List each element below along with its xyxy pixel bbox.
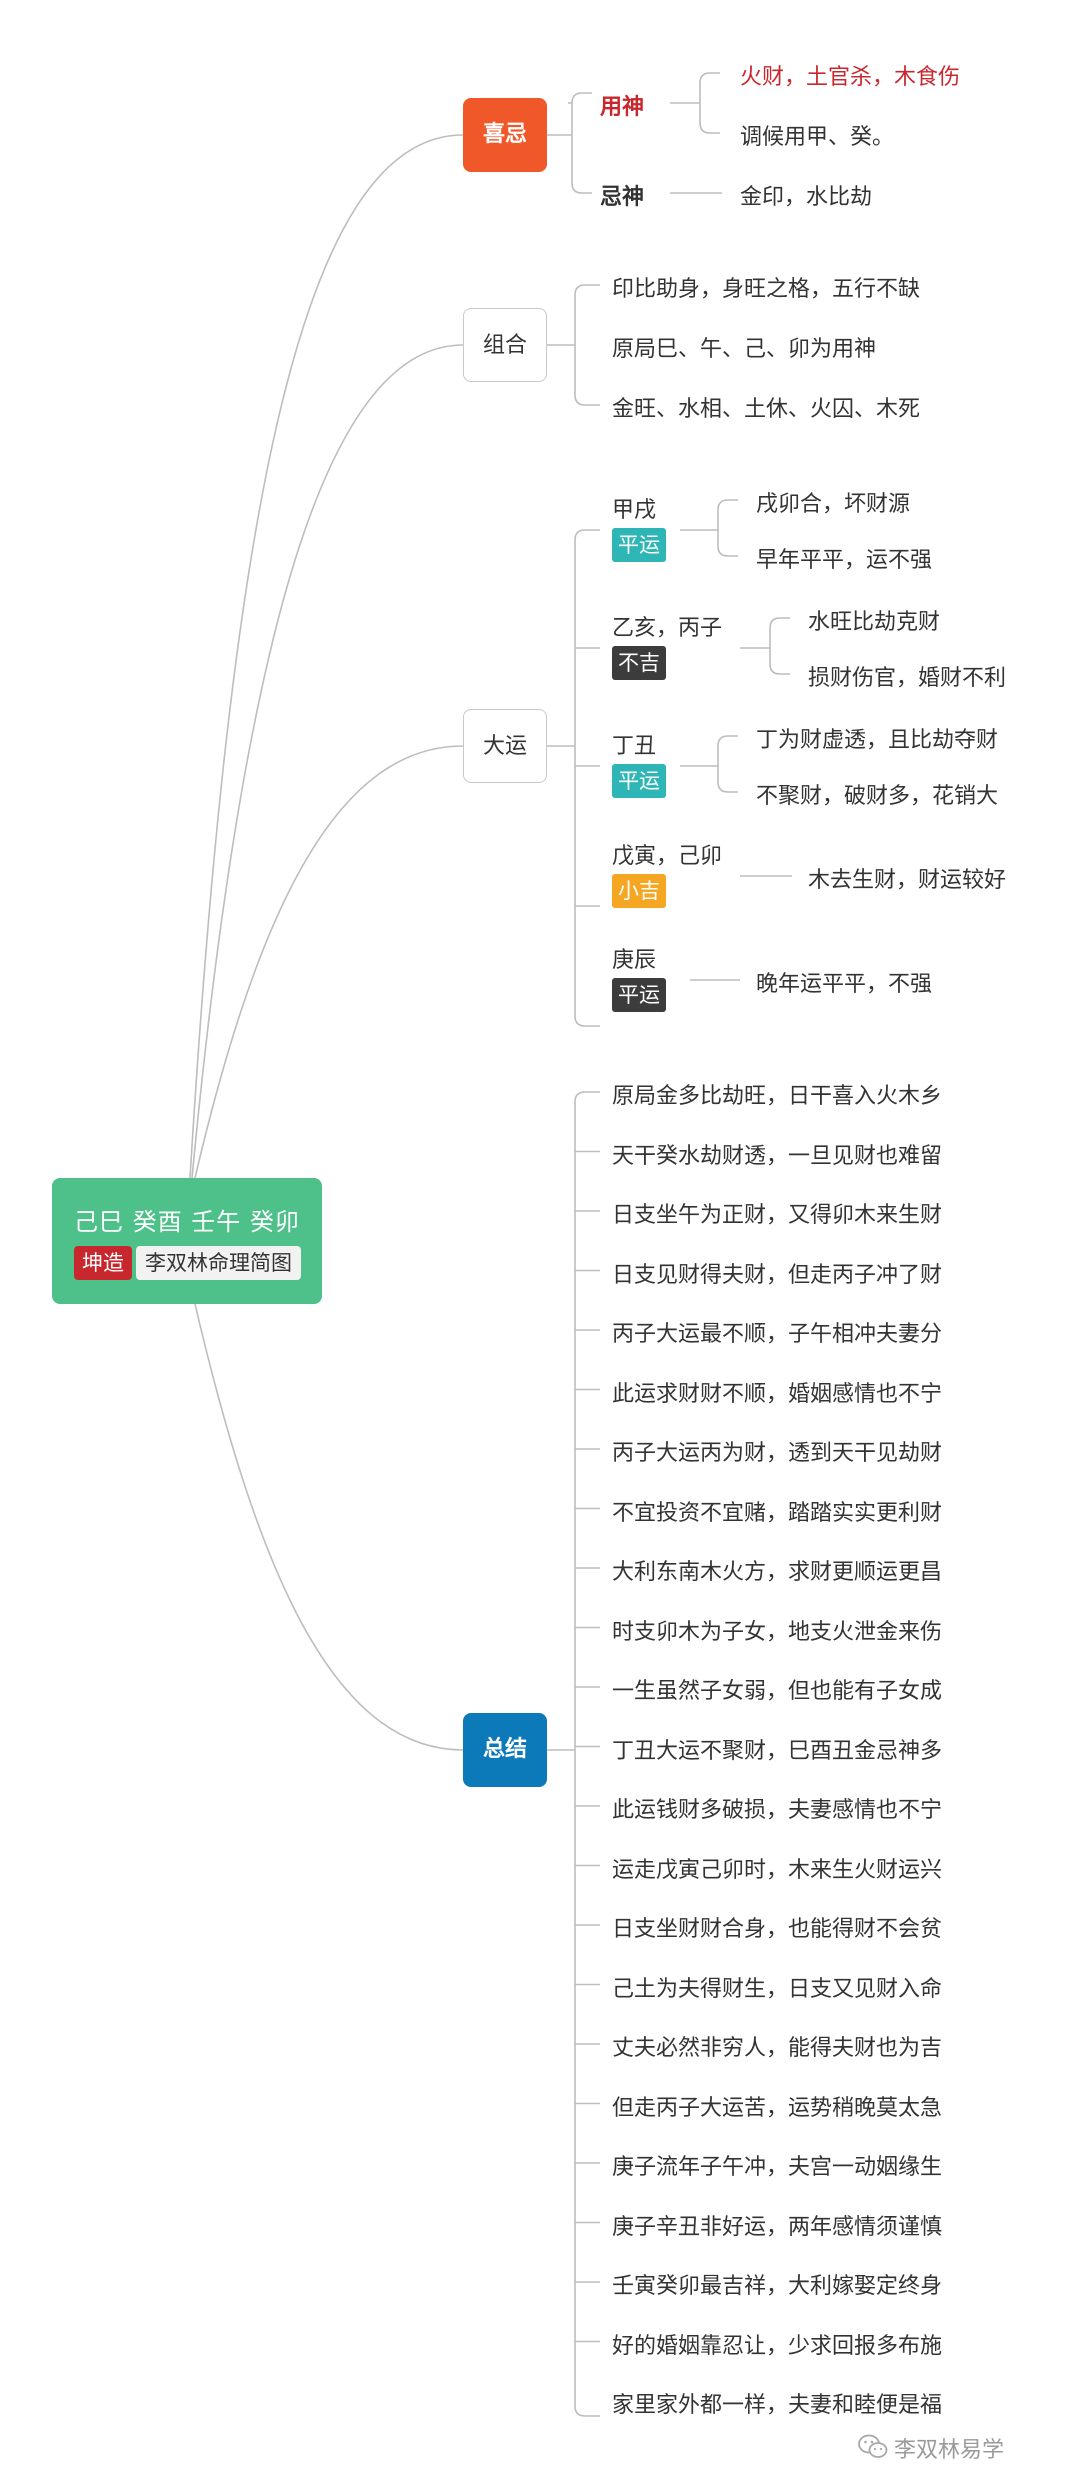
- summary-line[interactable]: 日支坐财财合身，也能得财不会贫: [612, 1917, 943, 1942]
- summary-line[interactable]: 庚子流年子午冲，夫宫一动姻缘生: [612, 2155, 943, 2180]
- summary-line[interactable]: 丙子大运最不顺，子午相冲夫妻分: [612, 1322, 943, 1347]
- zuhe-item-1[interactable]: 印比助身，身旺之格，五行不缺: [612, 277, 921, 302]
- summary-line[interactable]: 好的婚姻靠忍让，少求回报多布施: [612, 2333, 943, 2359]
- connector-root-zuhe: [191, 344, 464, 1179]
- summary-line[interactable]: 丈夫必然非穷人，能得夫财也为吉: [612, 2036, 943, 2061]
- yongshen-item-2[interactable]: 调候用甲、癸。: [740, 125, 895, 150]
- summary-line[interactable]: 原局金多比劫旺，日干喜入火木乡: [612, 1084, 943, 1109]
- dayun-period-badge: 小吉: [612, 874, 666, 908]
- summary-line[interactable]: 壬寅癸卯最吉祥，大利嫁娶定终身: [612, 2274, 943, 2299]
- summary-line[interactable]: 此运求财财不顺，婚姻感情也不宁: [612, 1381, 943, 1407]
- dayun-note[interactable]: 不聚财，破财多，花销大: [756, 784, 999, 809]
- summary-line[interactable]: 家里家外都一样，夫妻和睦便是福: [612, 2393, 943, 2418]
- summary-line[interactable]: 日支坐午为正财，又得卯木来生财: [612, 1203, 943, 1228]
- root-node[interactable]: 己巳 癸酉 壬午 癸卯 坤造 李双林命理简图: [52, 1178, 322, 1304]
- dayun-note[interactable]: 水旺比劫克财: [808, 610, 941, 635]
- summary-line[interactable]: 时支卯木为子女，地支火泄金来伤: [612, 1619, 943, 1645]
- connector-root-dayun: [194, 745, 464, 1179]
- dayun-note[interactable]: 损财伤官，婚财不利: [808, 666, 1007, 691]
- summary-line[interactable]: 丙子大运丙为财，透到天干见劫财: [612, 1441, 943, 1466]
- dayun-note[interactable]: 丁为财虚透，且比劫夺财: [756, 728, 999, 753]
- summary-line[interactable]: 大利东南木火方，求财更顺运更昌: [612, 1560, 943, 1585]
- dayun-period-badge: 平运: [612, 764, 666, 798]
- connector-root-zongjie: [194, 1303, 464, 1751]
- summary-line[interactable]: 此运钱财多破损，夫妻感情也不宁: [612, 1798, 943, 1823]
- dayun-note[interactable]: 早年平平，运不强: [756, 548, 933, 573]
- zuhe-item-3[interactable]: 金旺、水相、土休、火囚、木死: [612, 397, 921, 422]
- dayun-period-name[interactable]: 乙亥，丙子: [612, 616, 723, 641]
- branch-zuhe-node[interactable]: 组合: [463, 308, 547, 382]
- dayun-period-name[interactable]: 丁丑: [612, 734, 657, 759]
- jishen-value[interactable]: 金印，水比劫: [740, 185, 873, 210]
- summary-line[interactable]: 庚子辛丑非好运，两年感情须谨慎: [612, 2214, 943, 2240]
- branch-zongjie-node[interactable]: 总结: [463, 1713, 547, 1787]
- wechat-icon: [858, 2434, 888, 2458]
- dayun-period-badge: 不吉: [612, 646, 666, 680]
- branch-xiji-node[interactable]: 喜忌: [463, 98, 547, 172]
- summary-line[interactable]: 天干癸水劫财透，一旦见财也难留: [612, 1143, 943, 1169]
- summary-line[interactable]: 不宜投资不宜赌，踏踏实实更利财: [612, 1500, 943, 1526]
- watermark-text: 李双林易学: [894, 2438, 1005, 2463]
- jishen-label[interactable]: 忌神: [600, 185, 645, 210]
- root-gender-tag: 坤造: [74, 1246, 132, 1280]
- root-pillars: 己巳 癸酉 壬午 癸卯: [74, 1208, 300, 1236]
- dayun-note[interactable]: 木去生财，财运较好: [808, 868, 1007, 893]
- yongshen-item-1[interactable]: 火财，土官杀，木食伤: [740, 65, 961, 90]
- root-title-tag: 李双林命理简图: [136, 1246, 301, 1280]
- summary-line[interactable]: 己土为夫得财生，日支又见财入命: [612, 1976, 943, 2002]
- dayun-note[interactable]: 戌卯合，坏财源: [756, 492, 911, 517]
- dayun-period-name[interactable]: 庚辰: [612, 948, 657, 973]
- summary-line[interactable]: 但走丙子大运苦，运势稍晚莫太急: [612, 2095, 943, 2121]
- dayun-period-name[interactable]: 甲戌: [612, 498, 657, 523]
- summary-line[interactable]: 丁丑大运不聚财，巳酉丑金忌神多: [612, 1738, 943, 1764]
- zuhe-item-2[interactable]: 原局巳、午、己、卯为用神: [612, 337, 877, 362]
- dayun-note[interactable]: 晚年运平平，不强: [756, 972, 933, 997]
- connector-root-xiji: [189, 134, 464, 1179]
- dayun-period-badge: 平运: [612, 528, 666, 562]
- dayun-period-badge: 平运: [612, 978, 666, 1012]
- summary-line[interactable]: 运走戊寅己卯时，木来生火财运兴: [612, 1857, 943, 1883]
- branch-dayun-node[interactable]: 大运: [463, 709, 547, 783]
- summary-line[interactable]: 日支见财得夫财，但走丙子冲了财: [612, 1262, 943, 1288]
- summary-line[interactable]: 一生虽然子女弱，但也能有子女成: [612, 1679, 943, 1704]
- dayun-period-name[interactable]: 戊寅，己卯: [612, 844, 723, 869]
- yongshen-label[interactable]: 用神: [600, 95, 645, 120]
